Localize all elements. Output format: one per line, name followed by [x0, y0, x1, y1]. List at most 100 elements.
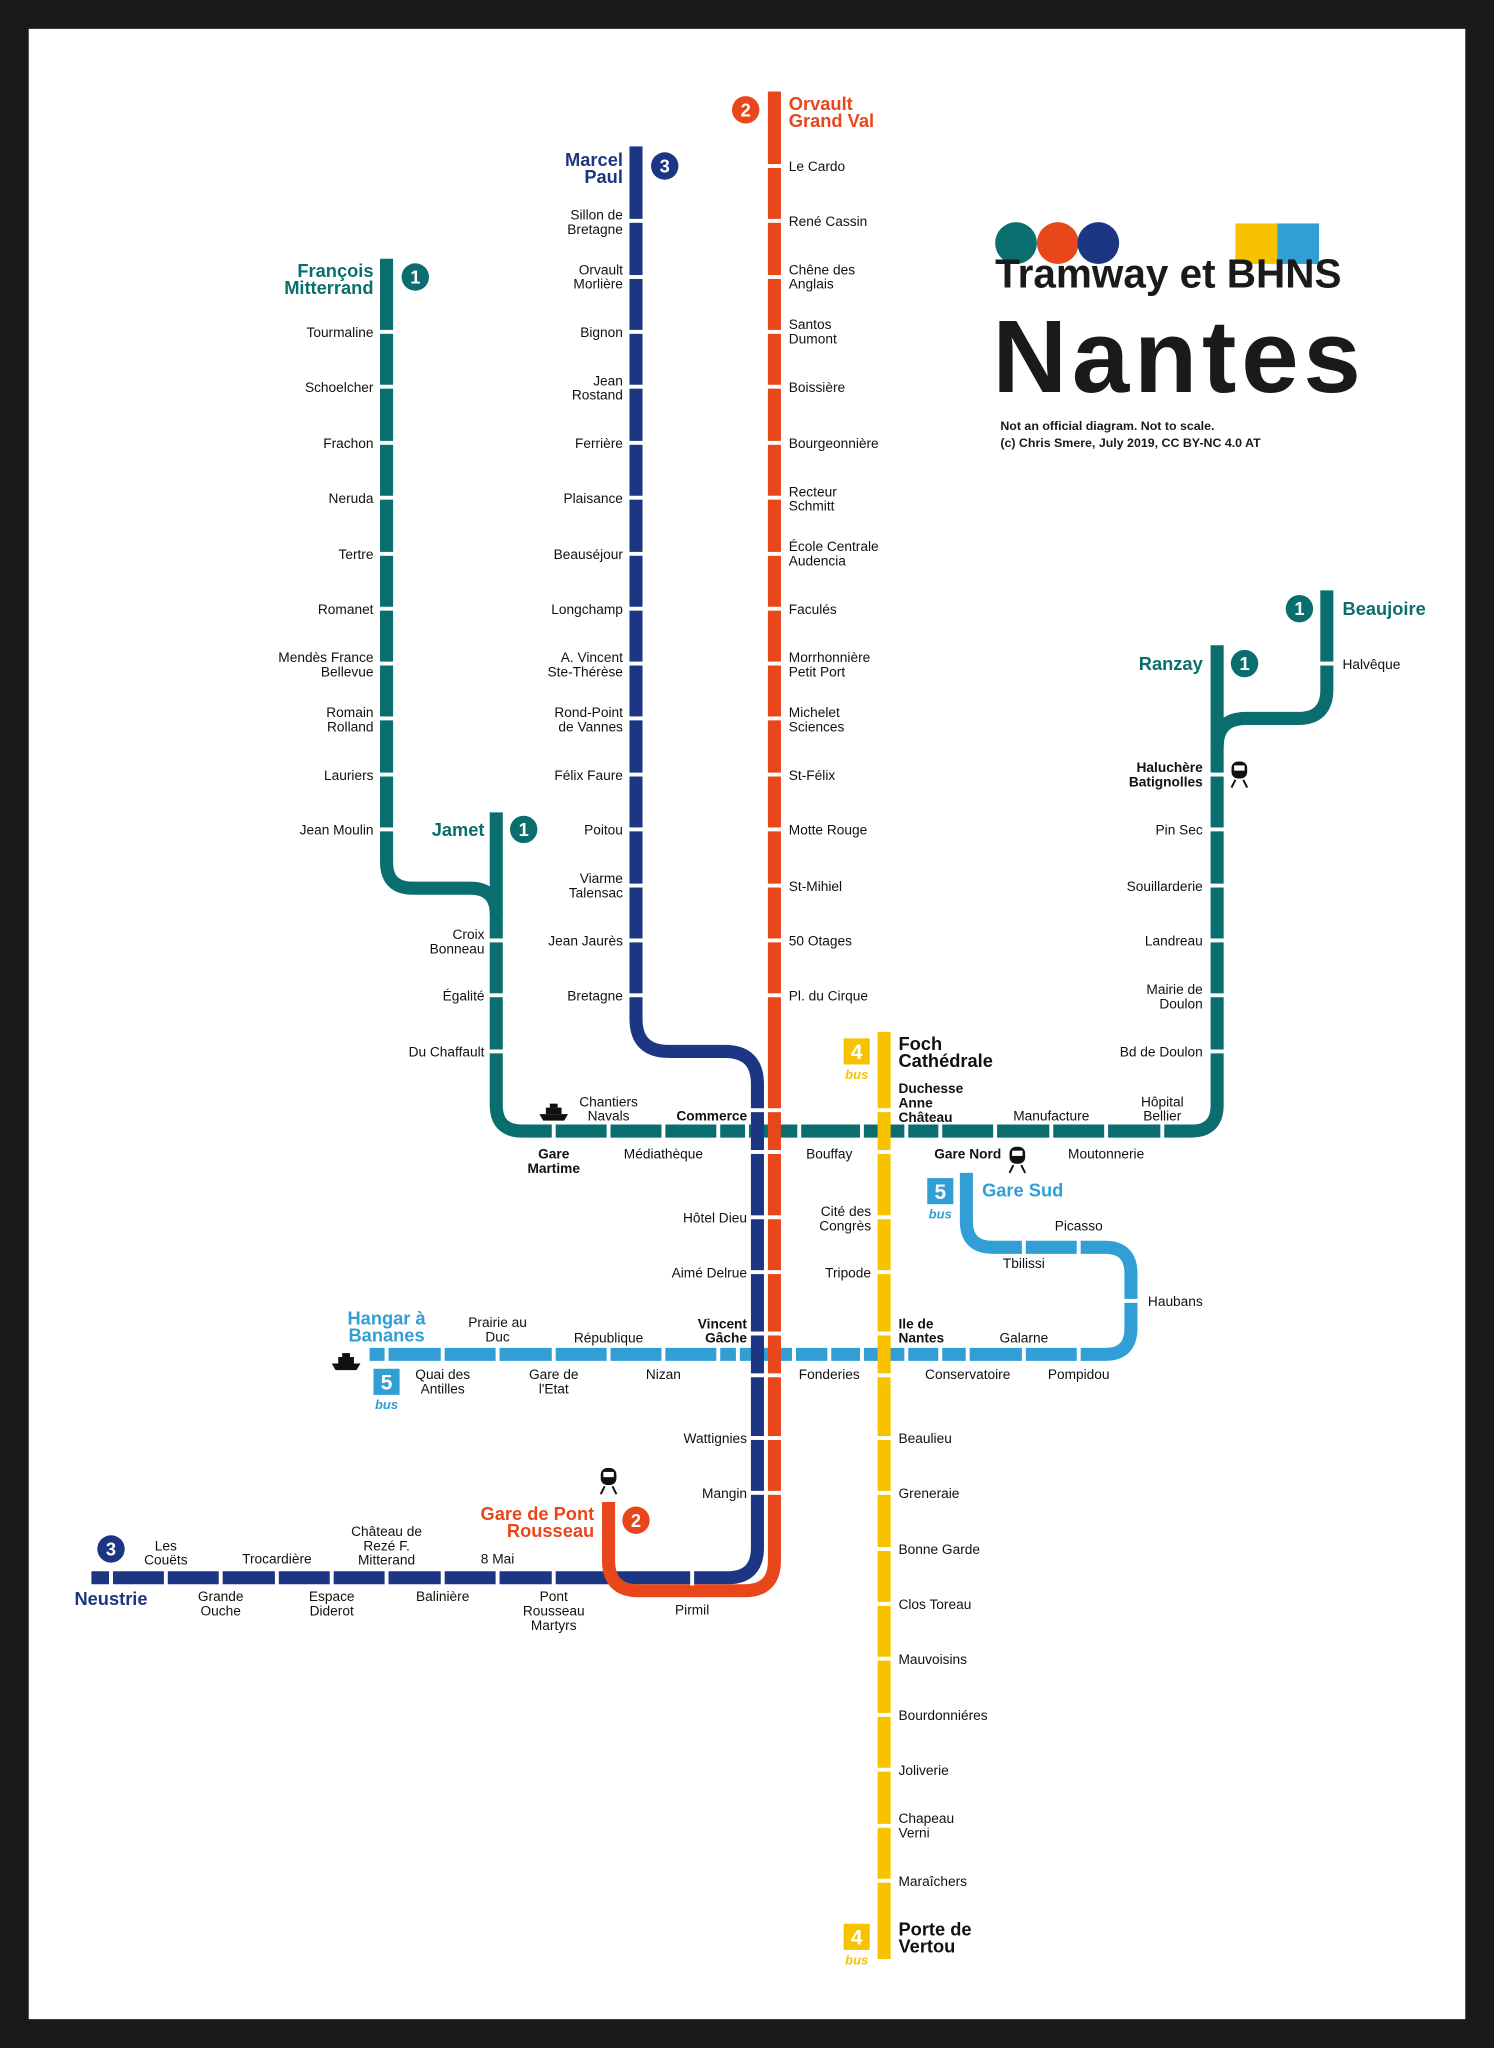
station-label: St-Mihiel: [789, 879, 842, 894]
station-tick: [749, 1436, 766, 1440]
station-tick: [766, 772, 783, 777]
station-tick: [1160, 1123, 1165, 1139]
station-label: Manufacture: [1013, 1109, 1090, 1124]
line-badge: 1: [401, 263, 430, 291]
station-tick: [1319, 661, 1335, 666]
svg-text:3: 3: [106, 1539, 116, 1560]
station-tick: [766, 883, 783, 888]
station-tick: [488, 938, 505, 943]
station-tick: [378, 661, 395, 666]
station-label: Galarne: [999, 1331, 1048, 1346]
boat-icon: [539, 1103, 569, 1121]
line4-square: [1235, 223, 1278, 264]
station-tick: [163, 1569, 168, 1586]
station-tick: [766, 661, 783, 666]
station-tick: [274, 1569, 279, 1586]
tracks: [91, 91, 1334, 1960]
line3-dot: [1077, 222, 1120, 264]
title: Nantes: [993, 299, 1361, 414]
subtitle: Tramway et BHNS: [995, 250, 1341, 296]
station-label: Trocardière: [242, 1551, 312, 1566]
station-tick: [628, 495, 644, 500]
station-tick: [1049, 1123, 1054, 1139]
terminus-label: Beaujoire: [1343, 598, 1426, 619]
station-tick: [690, 1569, 695, 1586]
station-label: Tbilissi: [1003, 1256, 1045, 1271]
station-tick: [1209, 938, 1225, 943]
line2-track: [602, 91, 781, 1598]
station-label: Nizan: [646, 1367, 681, 1382]
station-label: St-Félix: [789, 768, 836, 783]
svg-text:5: 5: [934, 1181, 946, 1204]
station-tick: [440, 1346, 445, 1363]
station-tick: [551, 1123, 556, 1139]
station-label: Joliverie: [898, 1763, 949, 1778]
svg-text:3: 3: [660, 156, 670, 177]
station-tick: [378, 384, 395, 389]
station-tick: [965, 1346, 970, 1363]
station-tick: [488, 993, 505, 998]
station-label: Maraîchers: [898, 1874, 967, 1889]
station-label: Jean Moulin: [300, 823, 374, 838]
station-tick: [440, 1569, 445, 1586]
svg-text:bus: bus: [375, 1397, 398, 1412]
station-label: Greneraie: [898, 1486, 959, 1501]
station-tick: [876, 1436, 892, 1440]
station-label: Égalité: [443, 987, 485, 1003]
station-tick: [378, 551, 395, 556]
station-label: Romanet: [318, 602, 374, 617]
station-tick: [606, 1346, 611, 1363]
station-tick: [218, 1569, 223, 1586]
line-badge: 2: [622, 1506, 650, 1534]
station-tick: [766, 1270, 783, 1275]
svg-text:1: 1: [1294, 598, 1304, 619]
station-tick: [792, 1346, 796, 1363]
svg-text:4: 4: [851, 1927, 863, 1950]
station-label: Bourgeonnière: [789, 436, 879, 451]
station-tick: [766, 275, 783, 279]
station-tick: [628, 827, 644, 832]
station-label: 8 Mai: [481, 1551, 515, 1566]
station-label: Wattignies: [684, 1431, 748, 1446]
station-label: Bignon: [580, 325, 623, 340]
station-tick: [1021, 1346, 1026, 1363]
terminus-label: Gare Sud: [982, 1179, 1063, 1200]
station-tick: [551, 1569, 556, 1586]
station-label: Beauséjour: [554, 547, 624, 562]
station-label: Ferrière: [575, 436, 623, 451]
station-tick: [628, 384, 644, 389]
station-tick: [384, 1569, 389, 1586]
train-icon: [1008, 1146, 1027, 1174]
line2-dot: [1036, 222, 1079, 264]
station-tick: [876, 1712, 892, 1717]
station-label: Schoelcher: [305, 380, 374, 395]
line5-track: [369, 1172, 1138, 1361]
station-tick: [495, 1569, 500, 1586]
station-tick: [1021, 1239, 1026, 1256]
station-tick: [938, 1123, 943, 1139]
station-tick: [876, 1270, 892, 1275]
line-badge: 1: [1285, 594, 1314, 623]
station-tick: [766, 440, 783, 445]
station-tick: [551, 1346, 556, 1363]
station-tick: [628, 883, 644, 888]
station-tick: [749, 1270, 766, 1275]
station-tick: [766, 551, 783, 556]
disclaimer: Not an official diagram. Not to scale.: [1000, 419, 1214, 433]
station-label: Bourdonniéres: [898, 1708, 987, 1723]
station-label: Bd de Doulon: [1120, 1045, 1203, 1060]
